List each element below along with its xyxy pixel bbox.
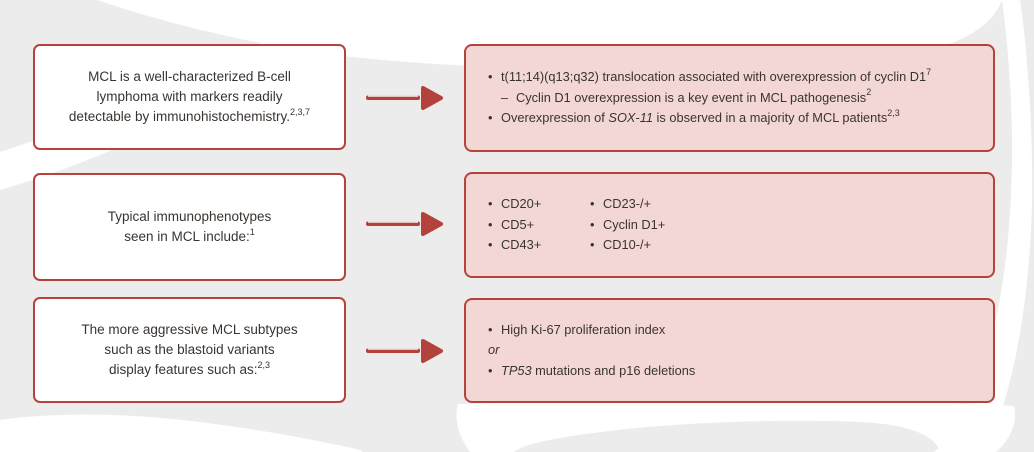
list-item-text: CD10-/+ (603, 237, 652, 253)
detail-box-translocation: • t(11;14)(q13;q32) translocation associa… (464, 44, 995, 152)
text-line: display features such as:2,3 (108, 359, 271, 377)
statement-box-aggressive-subtypes: The more aggressive MCL subtypes such as … (33, 297, 346, 403)
list-item-text: CD23-/+ (603, 196, 652, 212)
list-item-text: Cyclin D1 overexpression is a key event … (516, 87, 872, 105)
list-item: • TP53 mutations and p16 deletions (488, 361, 985, 382)
marker-columns: • CD20+ • CD5+ • CD43+ • CD23-/+ • Cyclin D1+ • CD… (488, 194, 985, 256)
bullet-marker: • (590, 196, 595, 212)
arrow-icon (366, 339, 443, 363)
arrow-icon (366, 86, 443, 110)
marker-column-1: • CD20+ • CD5+ • CD43+ (488, 194, 590, 256)
list-item-text: Cyclin D1+ (603, 216, 666, 232)
list-item: • t(11;14)(q13;q32) translocation associa… (488, 67, 985, 88)
list-item: • CD10-/+ (590, 235, 692, 256)
arrow-icon (366, 212, 443, 236)
bullet-marker: • (590, 216, 595, 232)
text-line: detectable by immunohistochemistry.2,3,7 (68, 106, 311, 124)
bullet-marker: • (488, 216, 493, 232)
text-line: such as the blastoid variants (104, 342, 275, 357)
list-item-text: TP53 mutations and p16 deletions (501, 362, 696, 378)
bullet-marker: • (488, 196, 493, 212)
list-item-text: CD43+ (501, 237, 542, 253)
statement-text: MCL is a well-characterized B-cell lympho… (69, 67, 310, 127)
bullet-marker: • (488, 237, 493, 253)
list-item-text: or (488, 342, 500, 358)
statement-box-immunophenotypes: Typical immunophenotypes seen in MCL incl… (33, 173, 346, 281)
list-item: • CD20+ (488, 194, 590, 215)
list-item-text: t(11;14)(q13;q32) translocation associat… (501, 66, 932, 85)
bullet-marker: • (488, 362, 493, 378)
text-line: Typical immunophenotypes (107, 209, 272, 224)
bullet-marker: • (488, 69, 493, 85)
detail-box-markers: • CD20+ • CD5+ • CD43+ • CD23-/+ • Cyclin D1+ • CD… (464, 172, 995, 278)
marker-column-2: • CD23-/+ • Cyclin D1+ • CD10-/+ (590, 194, 692, 256)
list-item: • CD43+ (488, 235, 590, 256)
list-item-text: Overexpression of SOX-11 is observed in … (501, 107, 900, 126)
list-item: • High Ki-67 proliferation index (488, 320, 985, 341)
statement-text: Typical immunophenotypes seen in MCL incl… (108, 207, 272, 247)
text-line: lymphoma with markers readily (96, 89, 283, 104)
list-item: • CD23-/+ (590, 194, 692, 215)
list-item: • Overexpression of SOX-11 is observed in… (488, 108, 985, 129)
bullet-marker: • (590, 237, 595, 253)
text-line: MCL is a well-characterized B-cell (88, 69, 291, 84)
statement-box-mcl-characterized: MCL is a well-characterized B-cell lympho… (33, 44, 346, 150)
list-item-text: CD5+ (501, 216, 535, 232)
list-item-text: High Ki-67 proliferation index (501, 321, 666, 337)
dash-marker: – (501, 89, 509, 105)
statement-text: The more aggressive MCL subtypes such as … (81, 320, 297, 380)
bullet-marker: • (488, 110, 493, 126)
list-item: –Cyclin D1 overexpression is a key event… (501, 88, 985, 109)
list-item: or (488, 340, 985, 361)
list-item: • CD5+ (488, 215, 590, 236)
list-item: • Cyclin D1+ (590, 215, 692, 236)
text-line: seen in MCL include:1 (124, 226, 255, 244)
detail-list: • t(11;14)(q13;q32) translocation associa… (488, 67, 985, 129)
text-line: The more aggressive MCL subtypes (81, 322, 298, 337)
bullet-marker: • (488, 321, 493, 337)
list-item-text: CD20+ (501, 196, 542, 212)
